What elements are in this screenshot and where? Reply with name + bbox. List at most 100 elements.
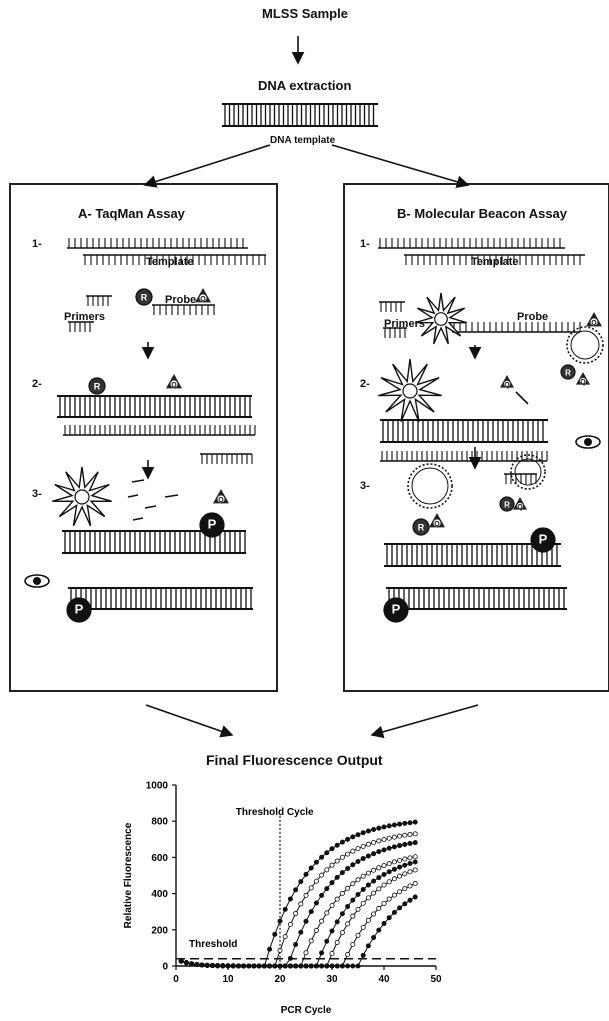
data-point: [220, 963, 226, 969]
data-point: [345, 836, 351, 842]
arrow-to-beacon: [331, 144, 470, 188]
data-point: [303, 871, 309, 877]
data-point: [277, 963, 283, 969]
data-point: [381, 837, 387, 843]
data-point: [407, 840, 413, 846]
data-point: [339, 963, 345, 969]
data-point: [230, 963, 236, 969]
data-point: [371, 851, 377, 857]
svg-text:P: P: [208, 517, 217, 532]
data-point: [319, 918, 325, 924]
data-point: [267, 946, 273, 952]
data-point: [360, 900, 366, 906]
data-point: [329, 963, 335, 969]
taqman-template-strand-top: [67, 238, 248, 249]
data-point: [350, 848, 356, 854]
data-point: [277, 947, 283, 953]
data-point: [407, 832, 413, 838]
svg-text:Q: Q: [200, 296, 206, 303]
data-point: [350, 913, 356, 919]
data-point: [376, 875, 382, 881]
data-point: [293, 911, 299, 917]
data-point: [246, 963, 252, 969]
taqman-title: A- TaqMan Assay: [78, 206, 185, 221]
beacon-probe-label: Probe: [517, 311, 549, 323]
data-point: [324, 963, 330, 969]
x-tick-label: 0: [173, 974, 179, 985]
dna-template-label: DNA template: [270, 135, 336, 146]
data-point: [386, 845, 392, 851]
svg-text:Q: Q: [171, 382, 177, 389]
data-point: [329, 846, 335, 852]
beacon-primer-2: [383, 327, 407, 338]
data-point: [376, 886, 382, 892]
data-point: [339, 890, 345, 896]
data-point: [339, 854, 345, 860]
taqman-product-ladder-b: [68, 587, 253, 610]
taqman-released-quencher-icon: Q: [213, 489, 229, 504]
data-point: [355, 892, 361, 898]
fragment-dash: [164, 494, 179, 498]
data-point: [386, 861, 392, 867]
data-point: [313, 927, 319, 933]
y-tick-label: 0: [162, 962, 168, 973]
data-point: [397, 873, 403, 879]
data-point: [376, 849, 382, 855]
data-point: [329, 862, 335, 868]
data-point: [189, 961, 195, 967]
data-point: [272, 931, 278, 937]
svg-text:R: R: [141, 293, 148, 303]
data-point: [365, 828, 371, 834]
data-point: [365, 917, 371, 923]
data-point: [324, 867, 330, 873]
data-point: [381, 824, 387, 830]
data-point: [360, 886, 366, 892]
data-point: [391, 859, 397, 865]
svg-text:R: R: [94, 382, 101, 392]
beacon-step2-primer: [504, 473, 537, 484]
threshold-label: Threshold: [189, 939, 237, 950]
data-point: [345, 904, 351, 910]
data-point: [391, 910, 397, 916]
data-point: [376, 838, 382, 844]
data-point: [339, 930, 345, 936]
data-point: [215, 963, 221, 969]
data-point: [386, 869, 392, 875]
data-point: [345, 865, 351, 871]
data-point: [371, 890, 377, 896]
beacon-hairpin-quencher-3: Q: [513, 497, 527, 511]
data-point: [350, 834, 356, 840]
data-point: [334, 896, 340, 902]
series-line: [181, 869, 416, 967]
data-point: [402, 820, 408, 826]
data-point: [355, 932, 361, 938]
data-point: [412, 854, 418, 860]
data-point: [287, 955, 293, 961]
data-point: [391, 892, 397, 898]
data-point: [334, 858, 340, 864]
y-axis-label: Relative Fluorescence: [123, 822, 134, 928]
data-point: [402, 886, 408, 892]
data-point: [376, 825, 382, 831]
series-line: [181, 883, 416, 967]
data-point: [298, 963, 304, 969]
beacon-hairpin-quencher-2: Q: [429, 513, 445, 528]
data-point: [308, 885, 314, 891]
data-point: [298, 929, 304, 935]
data-point: [329, 951, 335, 957]
data-point: [225, 963, 231, 969]
data-point: [308, 938, 314, 944]
data-point: [407, 883, 413, 889]
data-point: [391, 866, 397, 872]
data-point: [386, 835, 392, 841]
svg-text:Q: Q: [580, 379, 586, 386]
data-point: [251, 963, 257, 969]
taqman-probe-strand: [152, 304, 215, 315]
x-tick-label: 30: [326, 974, 338, 985]
data-point: [324, 938, 330, 944]
data-point: [319, 963, 325, 969]
data-point: [412, 840, 418, 846]
data-point: [397, 821, 403, 827]
beacon-step-1: 1-: [360, 238, 370, 250]
data-point: [407, 820, 413, 826]
